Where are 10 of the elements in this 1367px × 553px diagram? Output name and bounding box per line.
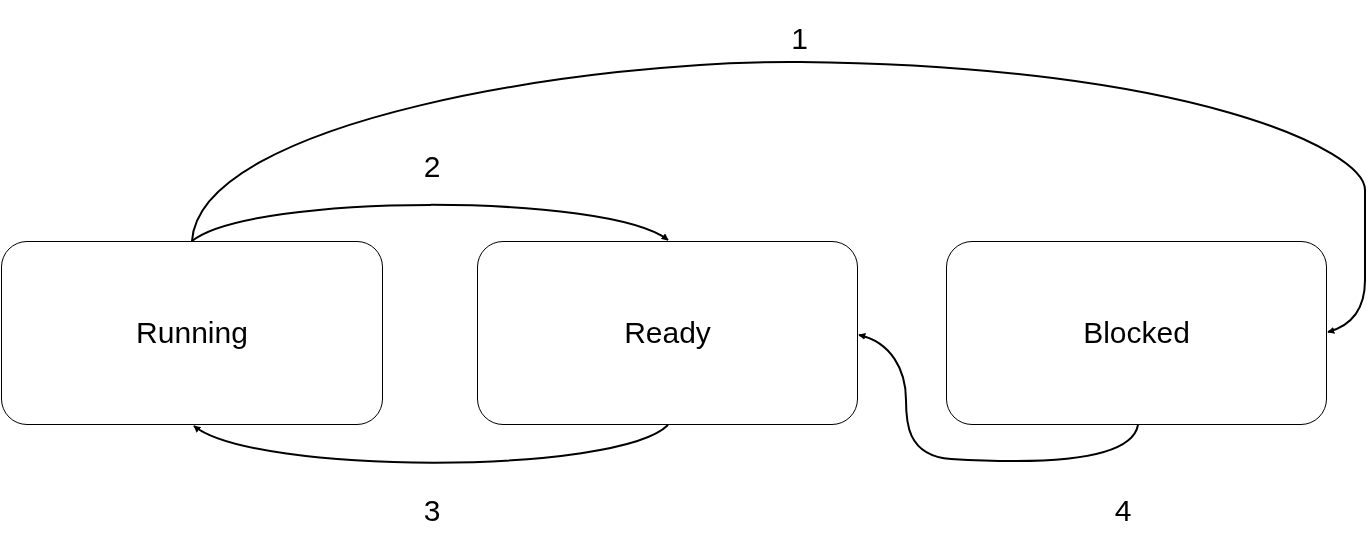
arrow (191, 203, 669, 242)
state-label: Ready (624, 316, 711, 350)
state-box (1, 241, 383, 425)
arrow (193, 424, 669, 464)
state-box (477, 241, 858, 425)
state-label: Blocked (1083, 316, 1190, 350)
arrow (191, 61, 1366, 334)
state-label: Running (136, 316, 248, 350)
arrow (858, 333, 1139, 463)
state-box (946, 241, 1327, 425)
